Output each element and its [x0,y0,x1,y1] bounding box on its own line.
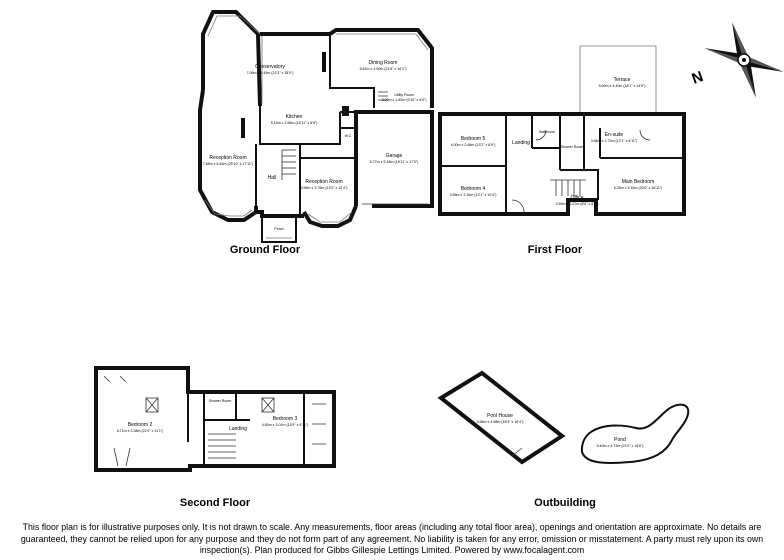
room-dimensions: 6.71m x 3.38m (22'0" x 11'1") [117,429,164,433]
room-name: Terrace [614,77,631,83]
room-name: Utility Room [394,93,413,97]
room-name: Bathroom [539,130,555,134]
floor-plan: N Conservatory 7.08m x 5.49m (23'3" x 18… [94,10,784,509]
room-dimensions: 3.00m x 1.82m (9'10" x 6'0") [382,98,427,102]
room-name: Porch [274,227,283,231]
room-dimensions: 5.15m x 2.65m (16'11" x 8'8") [271,121,318,125]
room-dimensions: 7.88m x 5.45m (25'10" x 17'11") [203,162,254,166]
room-dimensions: 4.50m x 3.01m (14'9" x 9'11") [262,423,309,427]
room-name: Reception Room [305,179,342,185]
room-dimensions: 5.77m x 5.18m (18'11" x 17'0") [370,160,419,164]
second-floor-plan [94,366,336,472]
room-name: Landing [229,426,247,432]
room-dimensions: 3.96m x 3.75m (13'0" x 12'4") [301,186,348,190]
room-name: Bedroom 4 [461,186,486,192]
room-name: Reception Room [209,155,246,161]
room-name: Kitchen [286,114,303,120]
room-name: W.C [345,134,352,138]
room-name: Hall [268,175,277,181]
room-name: Landing [512,140,530,146]
room-name: Shower Room [209,399,232,403]
outbuilding-plan [437,370,690,465]
room-name: Office [571,195,584,201]
room-name: Main Bedroom [622,179,655,185]
room-dimensions: 6.61m x 4.90m (21'8" x 16'1") [360,67,407,71]
room-name: Bedroom 5 [461,136,486,142]
ground-floor-plan [198,10,434,243]
room-dimensions: 2.59m x 2.57m (8'6" x 8'5") [556,202,599,206]
room-dimensions: 6.25m x 5.16m (20'6" x 16'11") [614,186,663,190]
outbuilding-label: Outbuilding [534,497,596,509]
room-name: En-suite [605,132,624,138]
room-name: Dining Room [369,60,398,66]
room-name: Garage [386,153,403,159]
room-dimensions: 5.50m x 4.40m (18'1" x 14'5") [599,84,646,88]
compass-rose-icon [704,22,784,98]
first-floor-label: First Floor [528,244,583,256]
room-name: Shower Room [561,145,584,149]
room-name: Bedroom 2 [128,422,153,428]
room-dimensions: 7.08m x 5.49m (23'3" x 18'0") [247,71,294,75]
room-dimensions: 3.68m x 2.72m (12'1" x 8'11") [591,139,638,143]
second-floor-label: Second Floor [180,497,251,509]
room-name: Conservatory [255,64,285,70]
room-dimensions: 5.56m x 4.98m (18'3" x 16'4") [477,420,524,424]
first-floor-plan [438,45,686,216]
room-dimensions: 3.96m x 3.16m (13'1" x 10'4") [450,193,497,197]
disclaimer-text: This floor plan is for illustrative purp… [20,522,764,555]
room-dimensions: 6.40m x 4.73m (21'0" x 15'6") [597,444,644,448]
room-dimensions: 4.00m x 2.66m (13'2" x 8'9") [451,143,496,147]
ground-floor-label: Ground Floor [230,244,301,256]
room-name: Pond [614,437,626,443]
compass-north-letter: N [690,68,706,88]
room-name: Pool House [487,413,513,419]
room-name: Bedroom 3 [273,416,298,422]
